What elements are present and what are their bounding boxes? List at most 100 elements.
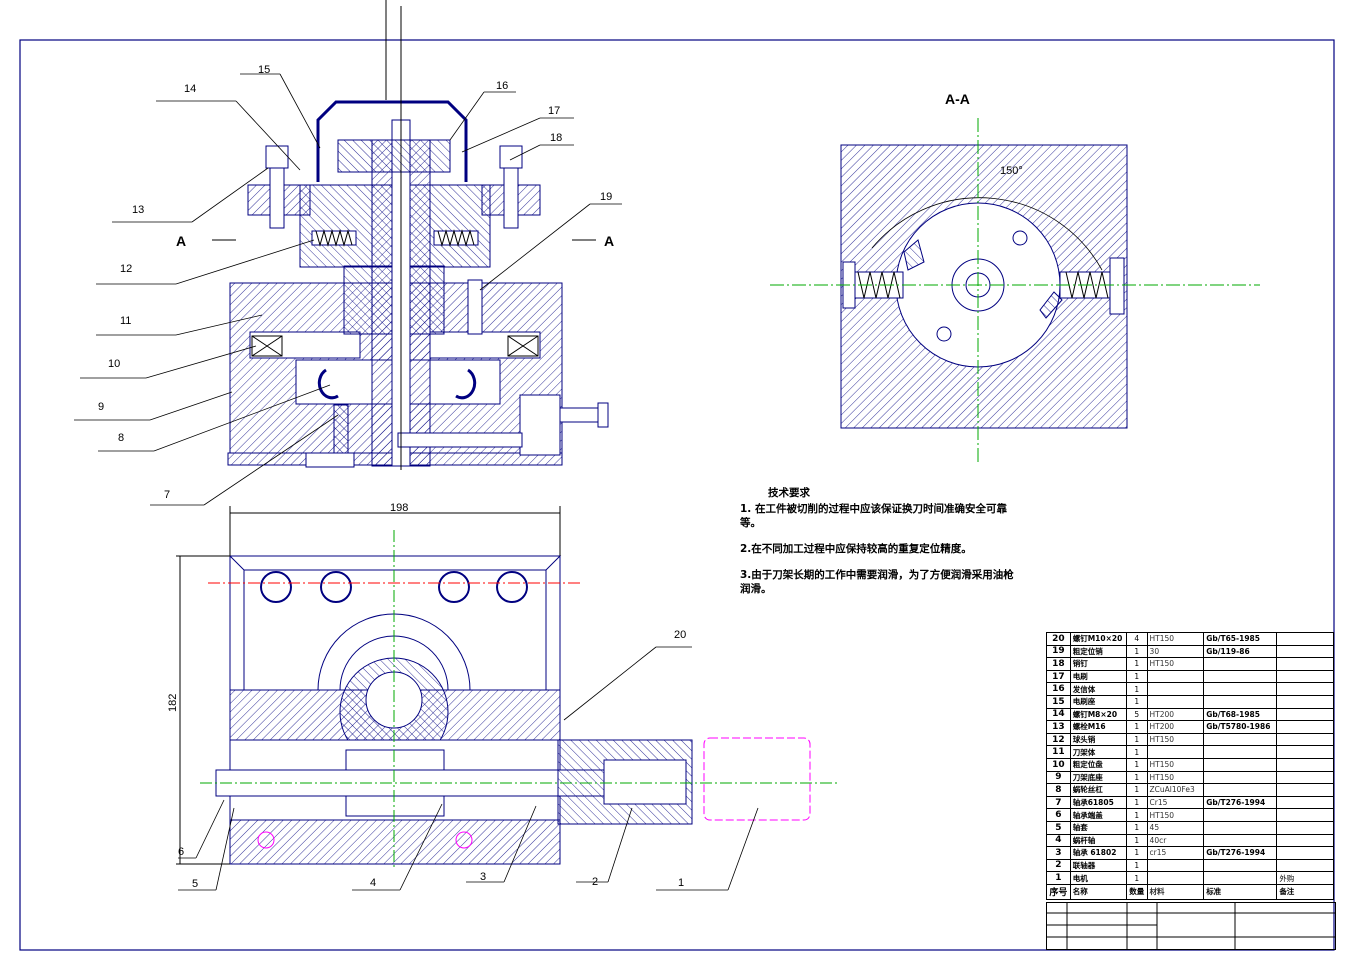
bom-remark [1276, 732, 1334, 747]
bom-standard [1203, 694, 1278, 709]
bom-qty: 1 [1125, 858, 1148, 873]
bom-name: 电刷 [1069, 669, 1127, 684]
bom-material: HT200 [1146, 707, 1205, 722]
bom-material: cr15 [1146, 846, 1205, 860]
bom-name: 蜗轮丝杠 [1069, 783, 1127, 797]
bom-qty: 1 [1125, 871, 1148, 885]
bom-name: 刀架体 [1069, 745, 1127, 759]
bom-remark [1276, 858, 1334, 873]
bom-no: 13 [1046, 720, 1071, 734]
bom-remark [1276, 820, 1334, 835]
bom-remark [1276, 808, 1334, 822]
bom-material: HT150 [1146, 732, 1205, 747]
plan-view [176, 506, 840, 870]
bom-remark [1276, 720, 1334, 734]
bom-material: HT150 [1146, 632, 1205, 646]
bom-no: 5 [1046, 820, 1071, 835]
callout-20: 20 [674, 629, 686, 641]
bom-qty: 1 [1125, 732, 1148, 747]
bom-no: 序号 [1046, 883, 1071, 900]
bom-qty: 1 [1125, 795, 1148, 810]
section-title: A-A [945, 91, 970, 107]
bom-remark [1276, 783, 1334, 797]
main-section-view [212, 0, 609, 470]
bom-no: 11 [1046, 745, 1071, 759]
bom-qty: 1 [1125, 644, 1148, 659]
callout-8: 8 [118, 432, 124, 444]
labels: A-A A A 150° 198 182 1 2 3 4 5 6 7 8 9 1… [98, 64, 1023, 890]
bom-no: 10 [1046, 757, 1071, 772]
bom-qty: 1 [1125, 770, 1148, 785]
bom-no: 20 [1046, 632, 1071, 646]
bom-name: 轴承61805 [1069, 795, 1127, 810]
callout-19: 19 [600, 191, 612, 203]
tech-req-item: 1. 在工件被切削的过程中应该保证换刀时间准确安全可靠等。 [740, 503, 1007, 529]
bom-name: 球头销 [1069, 732, 1127, 747]
bom-header-row: 序号名称数量材料标准备注 [1046, 883, 1334, 900]
bom-name: 电刷座 [1069, 694, 1127, 709]
tech-req-item: 3.由于刀架长期的工作中需要润滑，为了方便润滑采用油枪润滑。 [740, 569, 1014, 595]
bom-name: 电机 [1069, 871, 1127, 885]
bom-standard [1203, 657, 1278, 671]
bom-material: Cr15 [1146, 795, 1205, 810]
bom-material: HT150 [1146, 657, 1205, 671]
bom-qty: 5 [1125, 707, 1148, 722]
bom-material: HT150 [1146, 757, 1205, 772]
bom-name: 刀架底座 [1069, 770, 1127, 785]
bom-no: 3 [1046, 846, 1071, 860]
callout-1: 1 [678, 877, 684, 889]
callout-15: 15 [258, 64, 270, 76]
bom-standard [1203, 745, 1278, 759]
height-dimension: 182 [167, 694, 179, 712]
bom-no: 9 [1046, 770, 1071, 785]
bom-qty: 数量 [1125, 883, 1148, 900]
bom-standard: Gb/T68-1985 [1203, 707, 1278, 722]
bom-qty: 1 [1125, 833, 1148, 848]
bom-name: 轴承 61802 [1069, 846, 1127, 860]
callout-13: 13 [132, 204, 144, 216]
bom-material: 材料 [1146, 883, 1205, 900]
bom-material [1146, 871, 1205, 885]
bom-material: HT150 [1146, 808, 1205, 822]
bom-standard [1203, 858, 1278, 873]
bom-standard [1203, 669, 1278, 684]
bom-remark [1276, 644, 1334, 659]
bom-no: 1 [1046, 871, 1071, 885]
bom-no: 17 [1046, 669, 1071, 684]
bom-name: 螺栓M16 [1069, 720, 1127, 734]
bom-material: HT200 [1146, 720, 1205, 734]
callout-18: 18 [550, 132, 562, 144]
bom-material: 45 [1146, 820, 1205, 835]
bom-remark [1276, 833, 1334, 848]
callout-17: 17 [548, 105, 560, 117]
bom-standard: Gb/T65-1985 [1203, 632, 1278, 646]
callout-16: 16 [496, 80, 508, 92]
bom-material [1146, 669, 1205, 684]
bom-standard [1203, 682, 1278, 696]
bom-name: 轴套 [1069, 820, 1127, 835]
bom-remark: 外购 [1276, 871, 1334, 885]
bom-remark [1276, 682, 1334, 696]
bom-no: 4 [1046, 833, 1071, 848]
bom-name: 联轴器 [1069, 858, 1127, 873]
bom-no: 7 [1046, 795, 1071, 810]
callout-3: 3 [480, 871, 486, 883]
bom-remark [1276, 632, 1334, 646]
technical-requirements: 技术要求 1. 在工件被切削的过程中应该保证换刀时间准确安全可靠等。 2.在不同… [740, 486, 1020, 608]
title-block [1046, 902, 1336, 950]
bom-material: 40cr [1146, 833, 1205, 848]
bom-material: HT150 [1146, 770, 1205, 785]
